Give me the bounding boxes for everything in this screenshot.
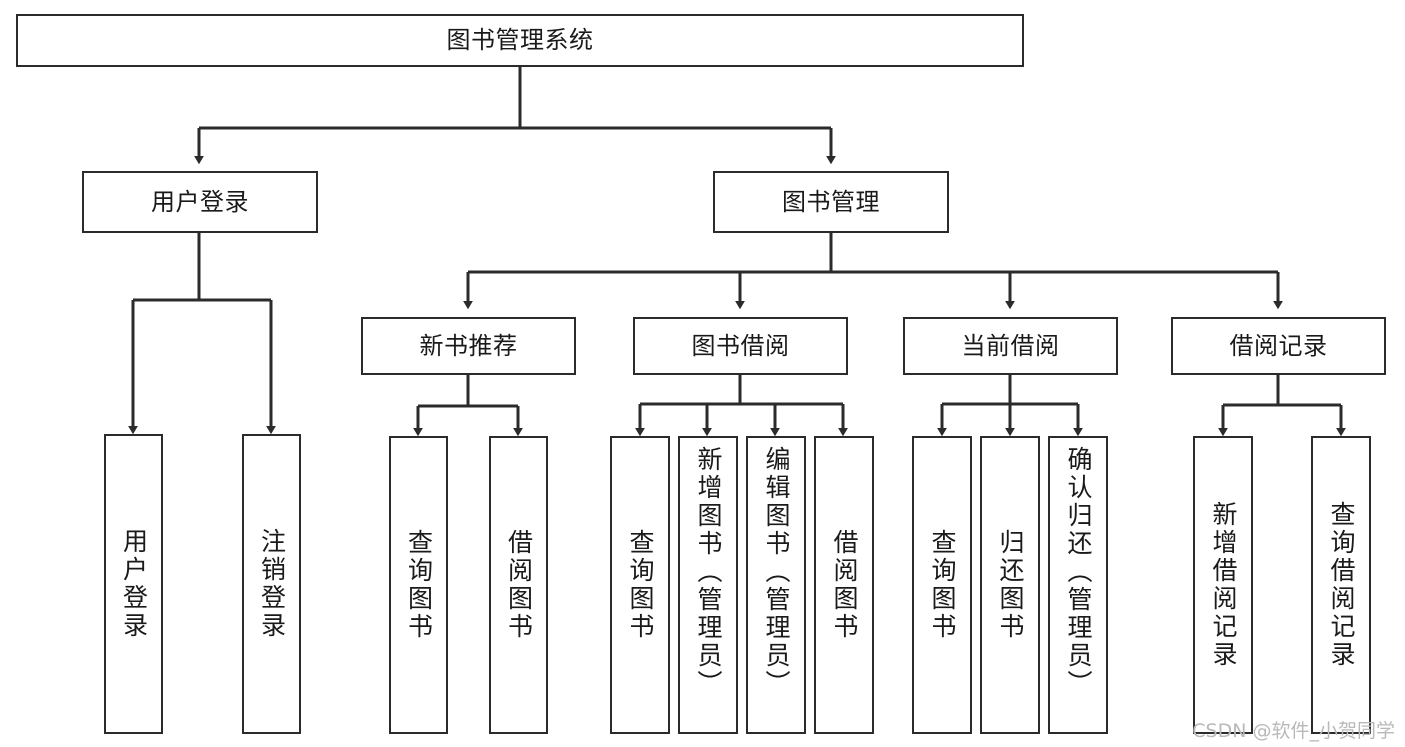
node-book-borrow[interactable]: 图书借阅	[633, 317, 848, 375]
node-leaf-logout[interactable]: 注销登录	[242, 434, 301, 734]
node-user-login-label: 用户登录	[151, 187, 249, 216]
node-leaf-query-book-1[interactable]: 查询图书	[389, 436, 448, 734]
node-book-manage[interactable]: 图书管理	[713, 171, 949, 233]
node-new-book-recommend[interactable]: 新书推荐	[361, 317, 576, 375]
node-leaf-add-book-label: 新增图书（管理员）	[694, 446, 723, 698]
node-leaf-query-book-2[interactable]: 查询图书	[610, 436, 670, 734]
node-leaf-user-login[interactable]: 用户登录	[104, 434, 163, 734]
node-leaf-borrow-book-1-label: 借阅图书	[504, 529, 534, 641]
node-leaf-borrow-book-2-label: 借阅图书	[830, 529, 859, 641]
node-leaf-user-login-label: 用户登录	[119, 528, 149, 640]
node-leaf-query-record-label: 查询借阅记录	[1327, 501, 1356, 669]
node-leaf-add-book[interactable]: 新增图书（管理员）	[678, 436, 738, 734]
node-book-borrow-label: 图书借阅	[691, 331, 790, 360]
node-new-book-recommend-label: 新书推荐	[419, 331, 518, 360]
node-current-borrow[interactable]: 当前借阅	[903, 317, 1118, 375]
node-leaf-query-book-3-label: 查询图书	[928, 529, 957, 641]
node-leaf-query-book-2-label: 查询图书	[626, 529, 655, 641]
node-root[interactable]: 图书管理系统	[16, 14, 1024, 67]
node-book-manage-label: 图书管理	[782, 187, 880, 216]
watermark-text: CSDN @软件_小贺同学	[1192, 720, 1395, 742]
node-leaf-edit-book-label: 编辑图书（管理员）	[762, 446, 791, 698]
node-leaf-query-book-1-label: 查询图书	[404, 529, 434, 641]
node-leaf-query-record[interactable]: 查询借阅记录	[1311, 436, 1371, 734]
node-borrow-record-label: 借阅记录	[1229, 331, 1328, 360]
node-leaf-confirm-return[interactable]: 确认归还（管理员）	[1048, 436, 1108, 734]
node-leaf-borrow-book-2[interactable]: 借阅图书	[814, 436, 874, 734]
node-leaf-return-book-label: 归还图书	[996, 529, 1025, 641]
node-borrow-record[interactable]: 借阅记录	[1171, 317, 1386, 375]
node-leaf-borrow-book-1[interactable]: 借阅图书	[489, 436, 548, 734]
node-leaf-return-book[interactable]: 归还图书	[980, 436, 1040, 734]
node-leaf-query-book-3[interactable]: 查询图书	[912, 436, 972, 734]
node-user-login[interactable]: 用户登录	[82, 171, 318, 233]
node-leaf-add-record[interactable]: 新增借阅记录	[1193, 436, 1253, 734]
node-leaf-add-record-label: 新增借阅记录	[1209, 501, 1238, 669]
node-root-label: 图书管理系统	[446, 26, 594, 55]
node-leaf-confirm-return-label: 确认归还（管理员）	[1064, 446, 1093, 698]
node-leaf-edit-book[interactable]: 编辑图书（管理员）	[746, 436, 806, 734]
node-leaf-logout-label: 注销登录	[257, 528, 287, 640]
node-current-borrow-label: 当前借阅	[961, 331, 1060, 360]
